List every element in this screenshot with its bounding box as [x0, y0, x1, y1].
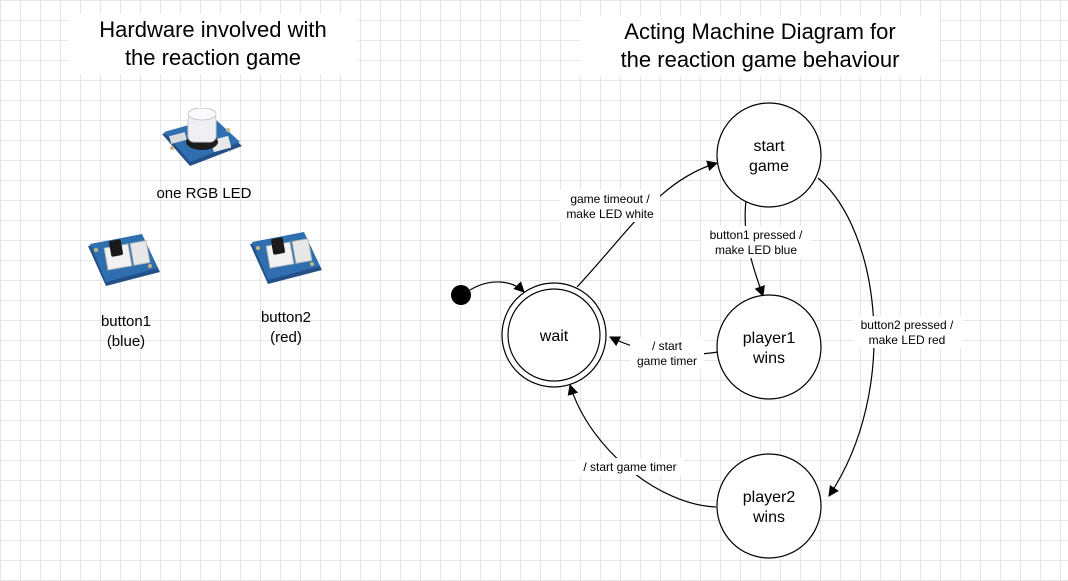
state-start-game: start game: [716, 102, 822, 208]
initial-state-dot: [451, 285, 471, 305]
label-player1-to-wait: / start game timer: [630, 337, 704, 369]
label-player1-to-wait-line1: / start: [652, 339, 683, 353]
edge-wait-to-start-game: [576, 160, 719, 288]
button1-board-image: [88, 234, 160, 286]
state-start-game-label-line2: game: [749, 158, 789, 175]
state-wait: wait: [501, 282, 607, 388]
label-player2-to-wait: / start game timer: [576, 458, 684, 475]
button1-label: button1 (blue): [86, 312, 166, 352]
state-player2-wins-label-line2: wins: [752, 509, 785, 526]
led-label: one RGB LED: [156, 185, 252, 202]
label-start-game-to-player2-line1: button2 pressed /: [861, 318, 954, 332]
label-wait-to-start-game: game timeout / make LED white: [560, 190, 660, 222]
state-player2-wins-label-line1: player2: [743, 489, 796, 506]
label-player1-to-wait-line2: game timer: [637, 354, 697, 368]
hardware-title-line1: Hardware involved with: [99, 17, 327, 42]
label-wait-to-start-game-line2: make LED white: [566, 207, 654, 221]
rgb-led-board-image: [162, 108, 242, 166]
state-player1-wins: player1 wins: [716, 294, 822, 400]
state-player1-wins-label-line1: player1: [743, 330, 796, 347]
state-wait-label: wait: [539, 328, 569, 345]
button1-label-line2: (blue): [106, 333, 146, 350]
label-start-game-to-player1-line1: button1 pressed /: [710, 228, 803, 242]
state-machine-title-line2: the reaction game behaviour: [620, 47, 900, 72]
button2-label-line1: button2: [260, 309, 312, 326]
label-start-game-to-player1: button1 pressed / make LED blue: [701, 226, 811, 258]
button1-label-line1: button1: [100, 313, 152, 330]
state-machine-title: Acting Machine Diagram for the reaction …: [580, 16, 940, 76]
state-machine-title-line1: Acting Machine Diagram for: [624, 19, 896, 44]
initial-transition-arrow: [469, 281, 525, 293]
button2-label-line2: (red): [270, 329, 302, 346]
state-player2-wins: player2 wins: [716, 453, 822, 559]
state-player1-wins-label-line2: wins: [752, 350, 785, 367]
hardware-title-line2: the reaction game: [124, 45, 302, 70]
label-wait-to-start-game-line1: game timeout /: [570, 192, 650, 206]
label-player2-to-wait-line1: / start game timer: [583, 460, 676, 474]
edge-player2-to-wait: [567, 383, 717, 508]
label-start-game-to-player1-line2: make LED blue: [715, 243, 797, 257]
button2-label: button2 (red): [246, 308, 326, 348]
button2-board-image: [250, 232, 322, 284]
state-start-game-label-line1: start: [753, 138, 785, 155]
label-start-game-to-player2-line2: make LED red: [869, 333, 946, 347]
hardware-title: Hardware involved with the reaction game: [68, 14, 358, 74]
label-start-game-to-player2: button2 pressed / make LED red: [853, 316, 963, 348]
